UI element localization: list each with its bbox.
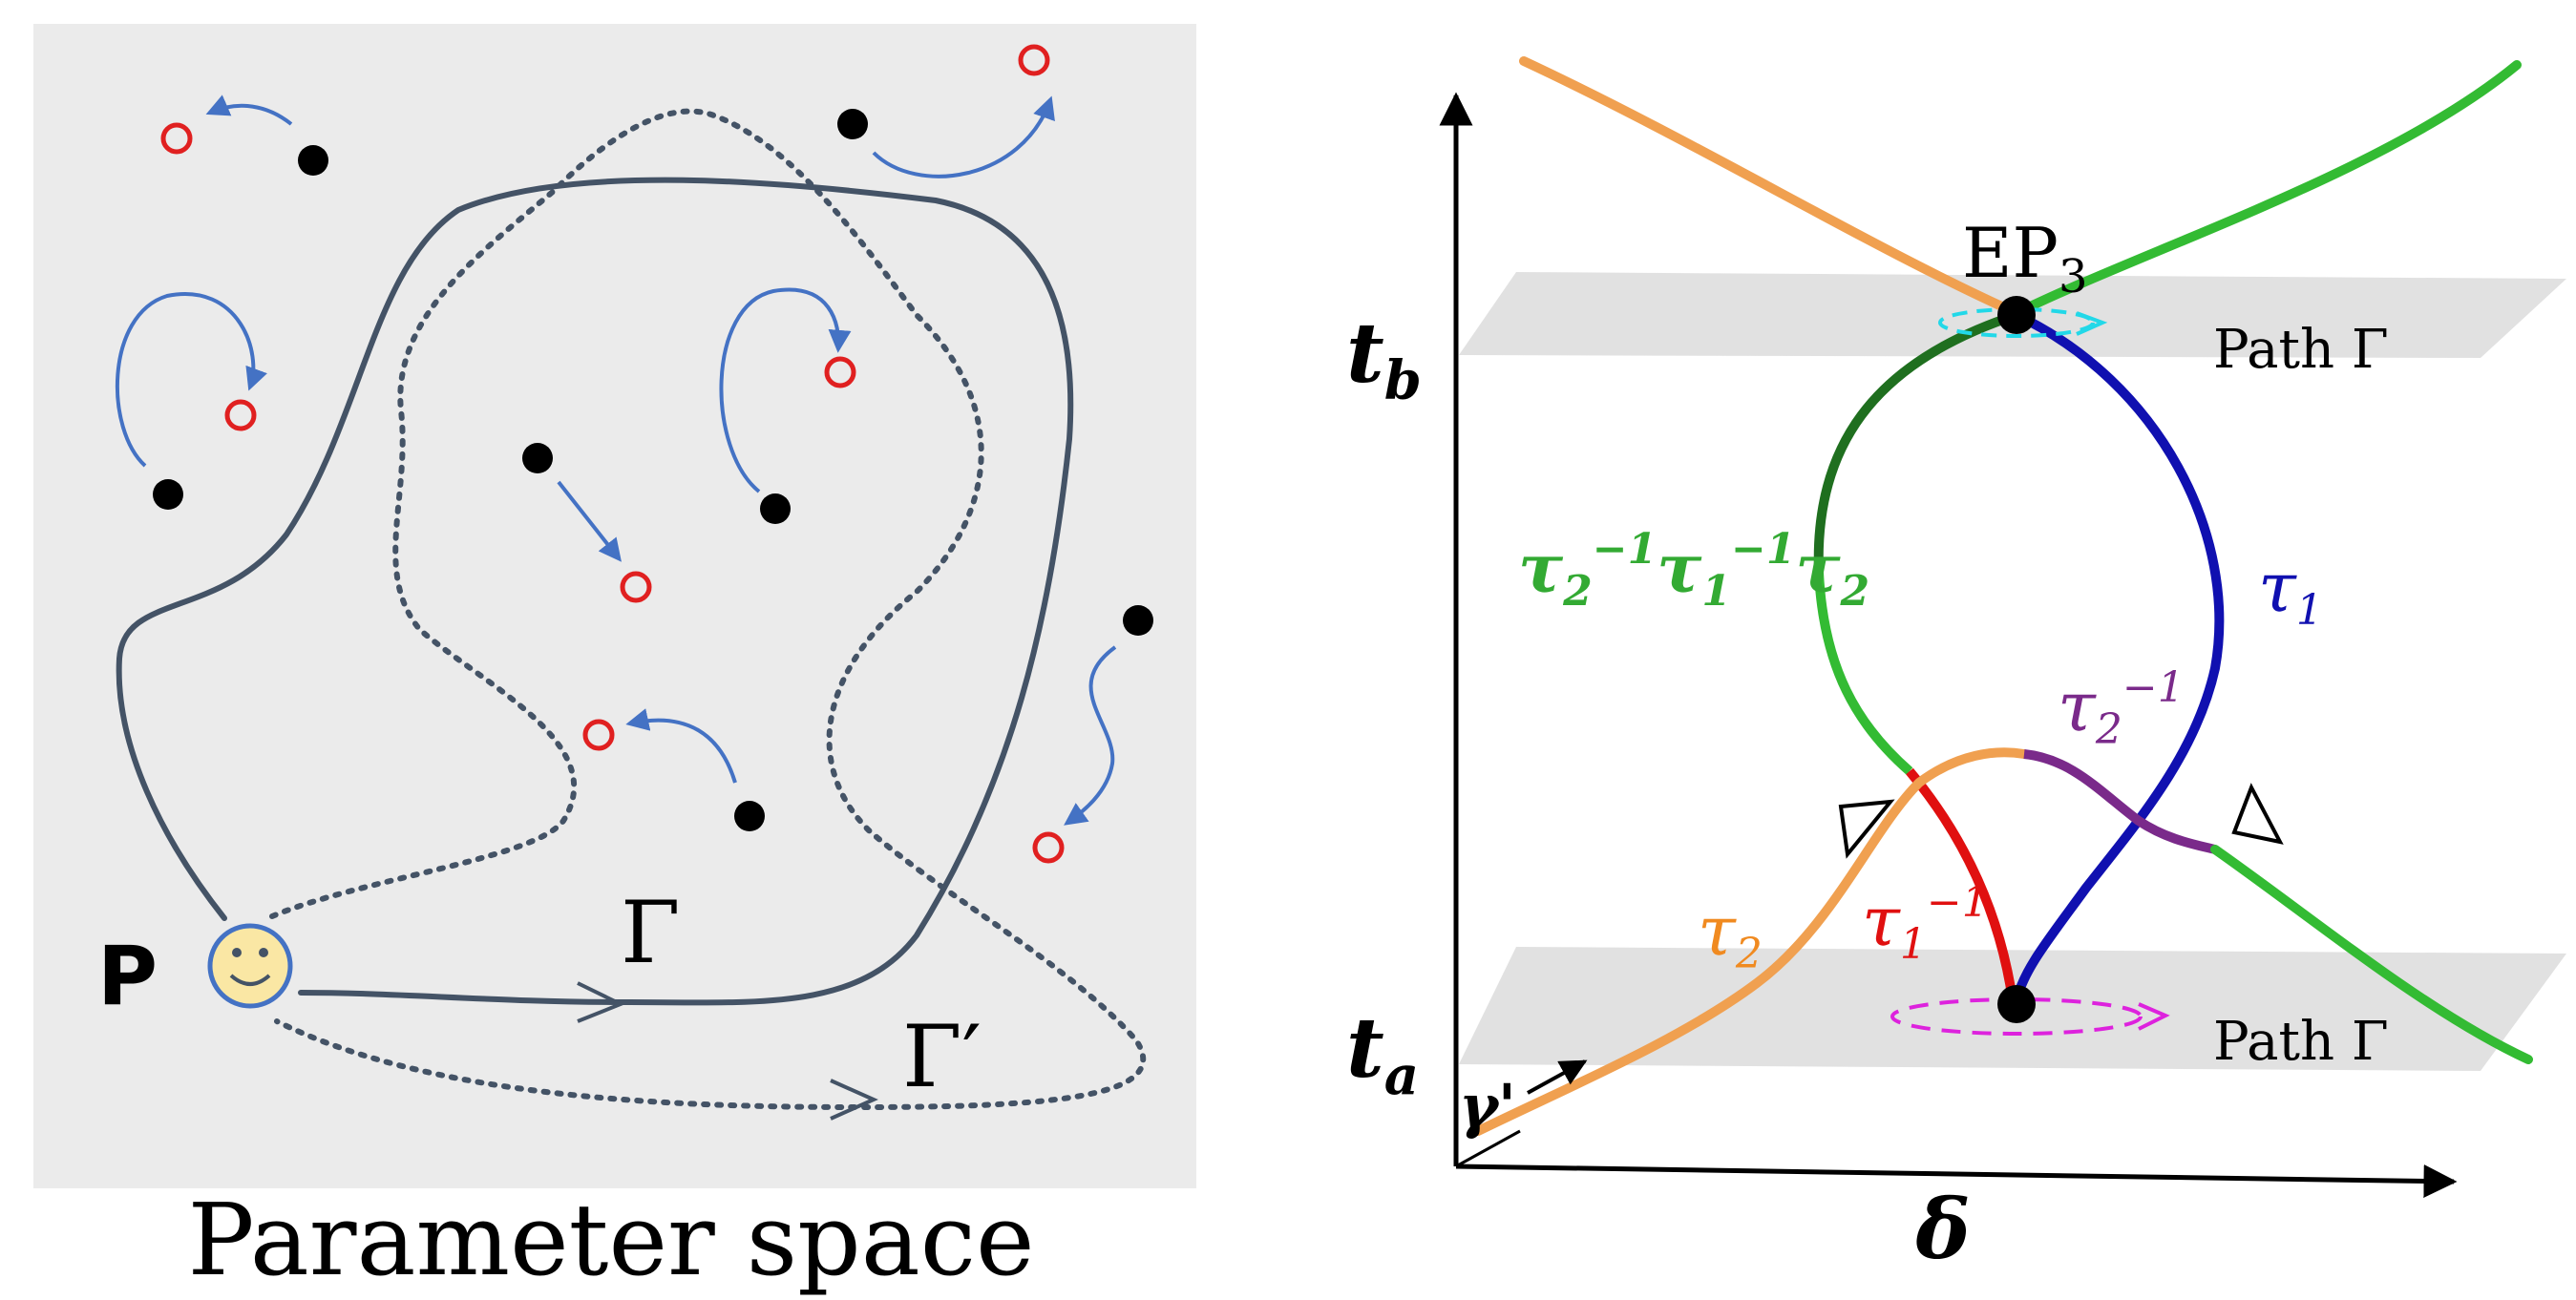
label-purple-tau2-inv: τ2−1 <box>2058 663 2185 754</box>
open-marker <box>224 399 257 431</box>
eigenvalue-pair <box>719 287 856 524</box>
open-marker <box>160 122 193 155</box>
point-p-smiley-icon <box>207 923 293 1009</box>
path-gamma-arrowhead <box>577 981 625 1023</box>
eigenvalue-pair <box>160 94 328 176</box>
branch-orange-top <box>1519 56 2021 318</box>
eigenvalue-pair <box>115 292 267 510</box>
y-tick-ta: ta <box>1346 1000 1419 1107</box>
flow-arrow <box>719 287 852 493</box>
open-marker <box>824 356 856 388</box>
branch-green-top <box>2012 60 2522 318</box>
direction-marker-right <box>2231 783 2284 845</box>
open-marker <box>582 719 615 751</box>
parameter-space-background <box>33 24 1196 1188</box>
label-blue-tau1: τ1 <box>2258 547 2323 635</box>
gamma-prime-label: γ' <box>1459 1071 1516 1141</box>
loop-bottom-arrowhead <box>2138 1002 2170 1031</box>
branch-green-left <box>1814 572 1913 775</box>
path-gamma-prime-arrowhead <box>830 1079 878 1121</box>
branch-blue <box>2012 310 2225 1002</box>
plane-top-label: Path Γ <box>2213 319 2389 381</box>
eigenvalue-pair <box>522 443 652 603</box>
filled-marker <box>760 493 791 524</box>
ep3-label: EP3 <box>1962 213 2088 304</box>
filled-marker <box>153 479 183 510</box>
z-axis <box>1455 1129 1521 1168</box>
direction-marker-left <box>1838 799 1895 859</box>
parameter-space-panel: P Γ Γ′ <box>33 24 1196 1298</box>
point-p-label: P <box>97 929 158 1024</box>
plane-bottom-label: Path Γ <box>2213 1011 2389 1073</box>
branch-green-bottom-right <box>2210 845 2533 1064</box>
x-axis <box>1455 1164 2458 1199</box>
branch-green-left-upper <box>1813 310 2018 574</box>
open-marker <box>1018 44 1050 76</box>
bottom-crossing-point <box>1997 985 2036 1023</box>
y-tick-tb: tb <box>1346 305 1422 412</box>
eigenvalue-pair <box>582 708 765 831</box>
flow-arrow <box>115 292 267 468</box>
gamma-prime-arrow <box>1527 1059 1588 1095</box>
flow-arrow <box>872 95 1055 178</box>
loop-top-arrowhead <box>2076 311 2108 336</box>
filled-marker <box>837 109 868 139</box>
branch-red <box>1906 767 2017 1001</box>
branch-purple <box>2023 749 2217 854</box>
flow-arrow <box>557 480 622 562</box>
label-green-braid: τ2−1τ1−1τ2 <box>1518 525 1869 616</box>
open-marker <box>1032 831 1065 864</box>
label-orange-tau2: τ2 <box>1698 891 1763 978</box>
flow-arrow <box>1064 645 1117 826</box>
flow-arrow <box>205 94 293 126</box>
x-axis-label: δ <box>1914 1182 1970 1278</box>
filled-marker <box>298 145 328 176</box>
path-gamma-prime-label: Γ′ <box>902 1007 982 1107</box>
path-gamma-label: Γ <box>621 883 680 983</box>
branch-orange-bottom <box>1473 747 2029 1136</box>
filled-marker <box>734 801 765 831</box>
parameter-space-caption: Parameter space <box>187 1182 1034 1298</box>
open-marker <box>620 571 652 603</box>
eigenvalue-pair <box>837 44 1055 178</box>
filled-marker <box>1123 605 1153 636</box>
flow-arrow <box>625 708 737 784</box>
riemann-surface-panel: tb ta δ EP3 Path Γ Path Γ γ' τ2−1τ1−1τ2 … <box>1346 56 2566 1278</box>
filled-marker <box>522 443 553 473</box>
ep3-point <box>1997 296 2036 334</box>
eigenvalue-pair <box>1032 605 1153 864</box>
path-gamma <box>116 177 1074 1006</box>
path-gamma-prime <box>269 108 1147 1111</box>
